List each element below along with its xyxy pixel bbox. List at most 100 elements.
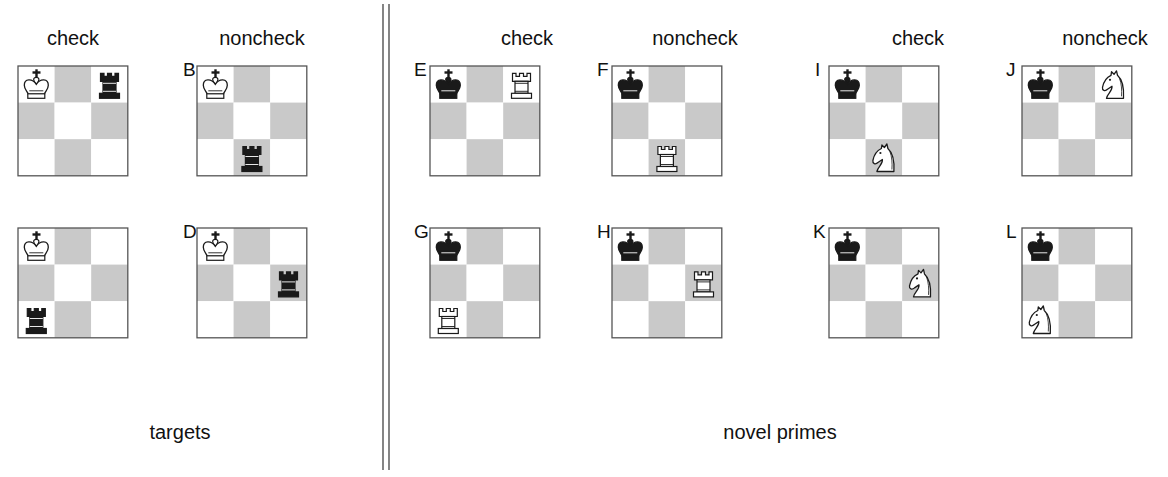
king-piece	[203, 231, 227, 260]
board-square	[270, 103, 307, 140]
board-letter: D	[183, 222, 197, 241]
board-border	[430, 66, 540, 176]
board-square	[1095, 139, 1132, 176]
board-square	[467, 228, 504, 265]
board-square	[1022, 228, 1059, 265]
column-heading: check	[892, 28, 944, 48]
column-heading: noncheck	[219, 28, 305, 48]
board-square	[866, 66, 903, 103]
chess-board	[18, 228, 128, 338]
board-letter: L	[1006, 222, 1017, 241]
king-piece	[835, 69, 859, 98]
board-square	[503, 103, 540, 140]
board-square	[612, 301, 649, 338]
board-border	[197, 66, 307, 176]
board-square	[1095, 265, 1132, 302]
board-square	[18, 66, 55, 103]
board-square	[234, 103, 271, 140]
board-square	[1022, 103, 1059, 140]
board-square	[902, 139, 939, 176]
board-letter: G	[414, 222, 429, 241]
board-square	[197, 139, 234, 176]
board-square	[270, 265, 307, 302]
board-square	[91, 301, 128, 338]
board-square	[685, 103, 722, 140]
board-square	[649, 103, 686, 140]
chess-board	[612, 228, 722, 338]
board-square	[270, 66, 307, 103]
board-square	[197, 103, 234, 140]
board-square	[902, 103, 939, 140]
board-letter: H	[597, 222, 611, 241]
board-square	[1022, 139, 1059, 176]
board-border	[18, 228, 128, 338]
board-square	[829, 139, 866, 176]
board-square	[18, 228, 55, 265]
board-square	[503, 265, 540, 302]
rook-piece	[100, 73, 120, 98]
board-square	[902, 301, 939, 338]
chess-board	[18, 66, 128, 176]
board-square	[197, 265, 234, 302]
board-border	[612, 228, 722, 338]
board-border	[430, 228, 540, 338]
board-border	[1022, 228, 1132, 338]
board-letter: I	[815, 60, 820, 79]
board-border	[829, 228, 939, 338]
board-square	[503, 301, 540, 338]
board-square	[55, 265, 92, 302]
board-square	[829, 103, 866, 140]
board-square	[1022, 265, 1059, 302]
chess-board	[1022, 66, 1132, 176]
board-square	[91, 265, 128, 302]
king-piece	[24, 231, 48, 260]
board-square	[829, 66, 866, 103]
board-square	[467, 301, 504, 338]
board-square	[685, 228, 722, 265]
king-piece	[1028, 69, 1052, 98]
divider-line	[388, 4, 389, 470]
board-square	[685, 139, 722, 176]
rook-piece	[694, 272, 714, 297]
king-piece	[1028, 231, 1052, 260]
board-square	[829, 301, 866, 338]
board-square	[270, 301, 307, 338]
board-square	[1059, 301, 1096, 338]
board-square	[234, 265, 271, 302]
board-square	[18, 103, 55, 140]
board-square	[1059, 66, 1096, 103]
board-square	[649, 301, 686, 338]
knight-piece	[1029, 306, 1050, 334]
board-square	[612, 66, 649, 103]
board-square	[1095, 103, 1132, 140]
king-piece	[835, 231, 859, 260]
knight-piece	[909, 269, 930, 297]
rook-piece	[438, 309, 458, 334]
board-border	[829, 66, 939, 176]
board-letter: K	[813, 222, 826, 241]
board-square	[234, 66, 271, 103]
board-square	[55, 139, 92, 176]
board-square	[902, 228, 939, 265]
column-heading: noncheck	[652, 28, 738, 48]
board-square	[829, 265, 866, 302]
rook-piece	[279, 272, 299, 297]
board-square	[503, 139, 540, 176]
board-square	[685, 66, 722, 103]
board-square	[829, 228, 866, 265]
board-square	[902, 66, 939, 103]
board-square	[430, 228, 467, 265]
board-square	[467, 139, 504, 176]
board-square	[91, 103, 128, 140]
board-border	[197, 228, 307, 338]
divider-line	[382, 4, 383, 470]
chess-board	[430, 66, 540, 176]
board-square	[197, 66, 234, 103]
board-square	[234, 139, 271, 176]
board-square	[649, 265, 686, 302]
rook-piece	[26, 309, 46, 334]
knight-piece	[873, 144, 894, 172]
board-square	[649, 139, 686, 176]
board-square	[18, 301, 55, 338]
king-piece	[203, 69, 227, 98]
